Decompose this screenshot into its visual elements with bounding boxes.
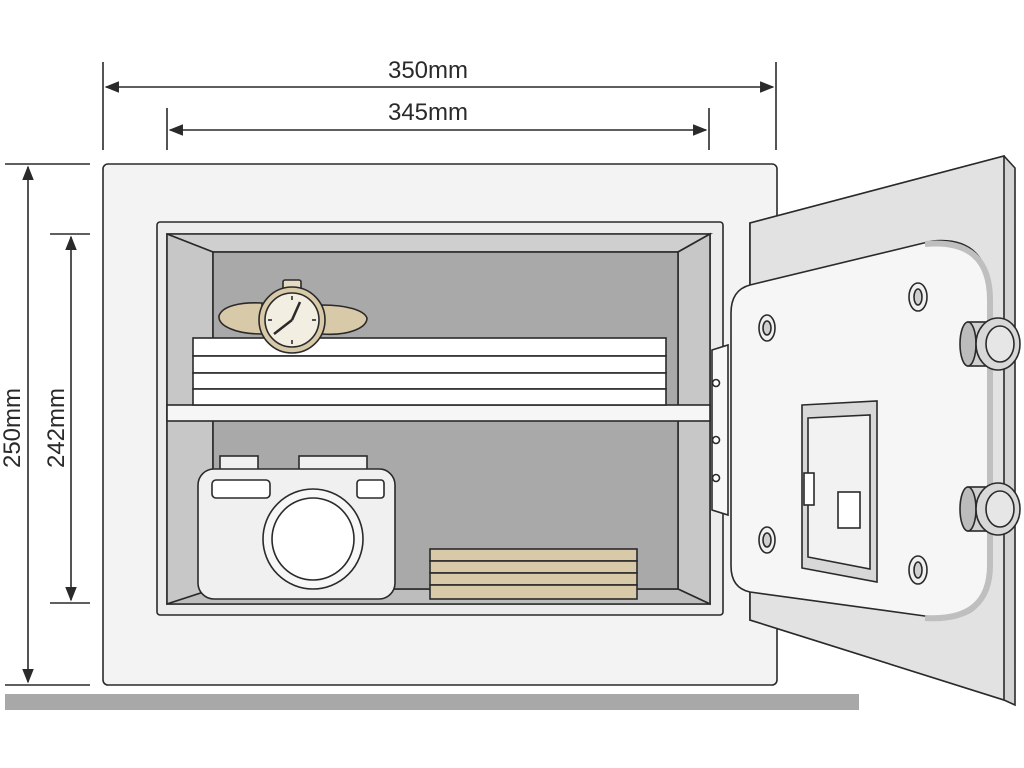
wristwatch-icon (218, 279, 368, 354)
camera-icon (197, 455, 396, 600)
shelf (166, 404, 711, 422)
outer-height-label: 250mm (0, 388, 26, 468)
locking-bolt-upper (959, 317, 1021, 371)
stack-of-banknotes (429, 548, 638, 600)
floor-bar (5, 694, 859, 710)
inner-width-label: 345mm (388, 99, 468, 126)
dimension-inner-width: 345mm (166, 99, 710, 150)
safe-door (711, 154, 1016, 707)
dimension-outer-height: 250mm (0, 163, 90, 686)
stack-of-papers (192, 337, 667, 406)
inner-height-label: 242mm (43, 388, 70, 468)
outer-width-label: 350mm (388, 57, 468, 84)
dimension-outer-width: 350mm (102, 57, 777, 150)
locking-bolt-lower (959, 482, 1021, 536)
dimension-inner-height: 242mm (43, 233, 90, 604)
